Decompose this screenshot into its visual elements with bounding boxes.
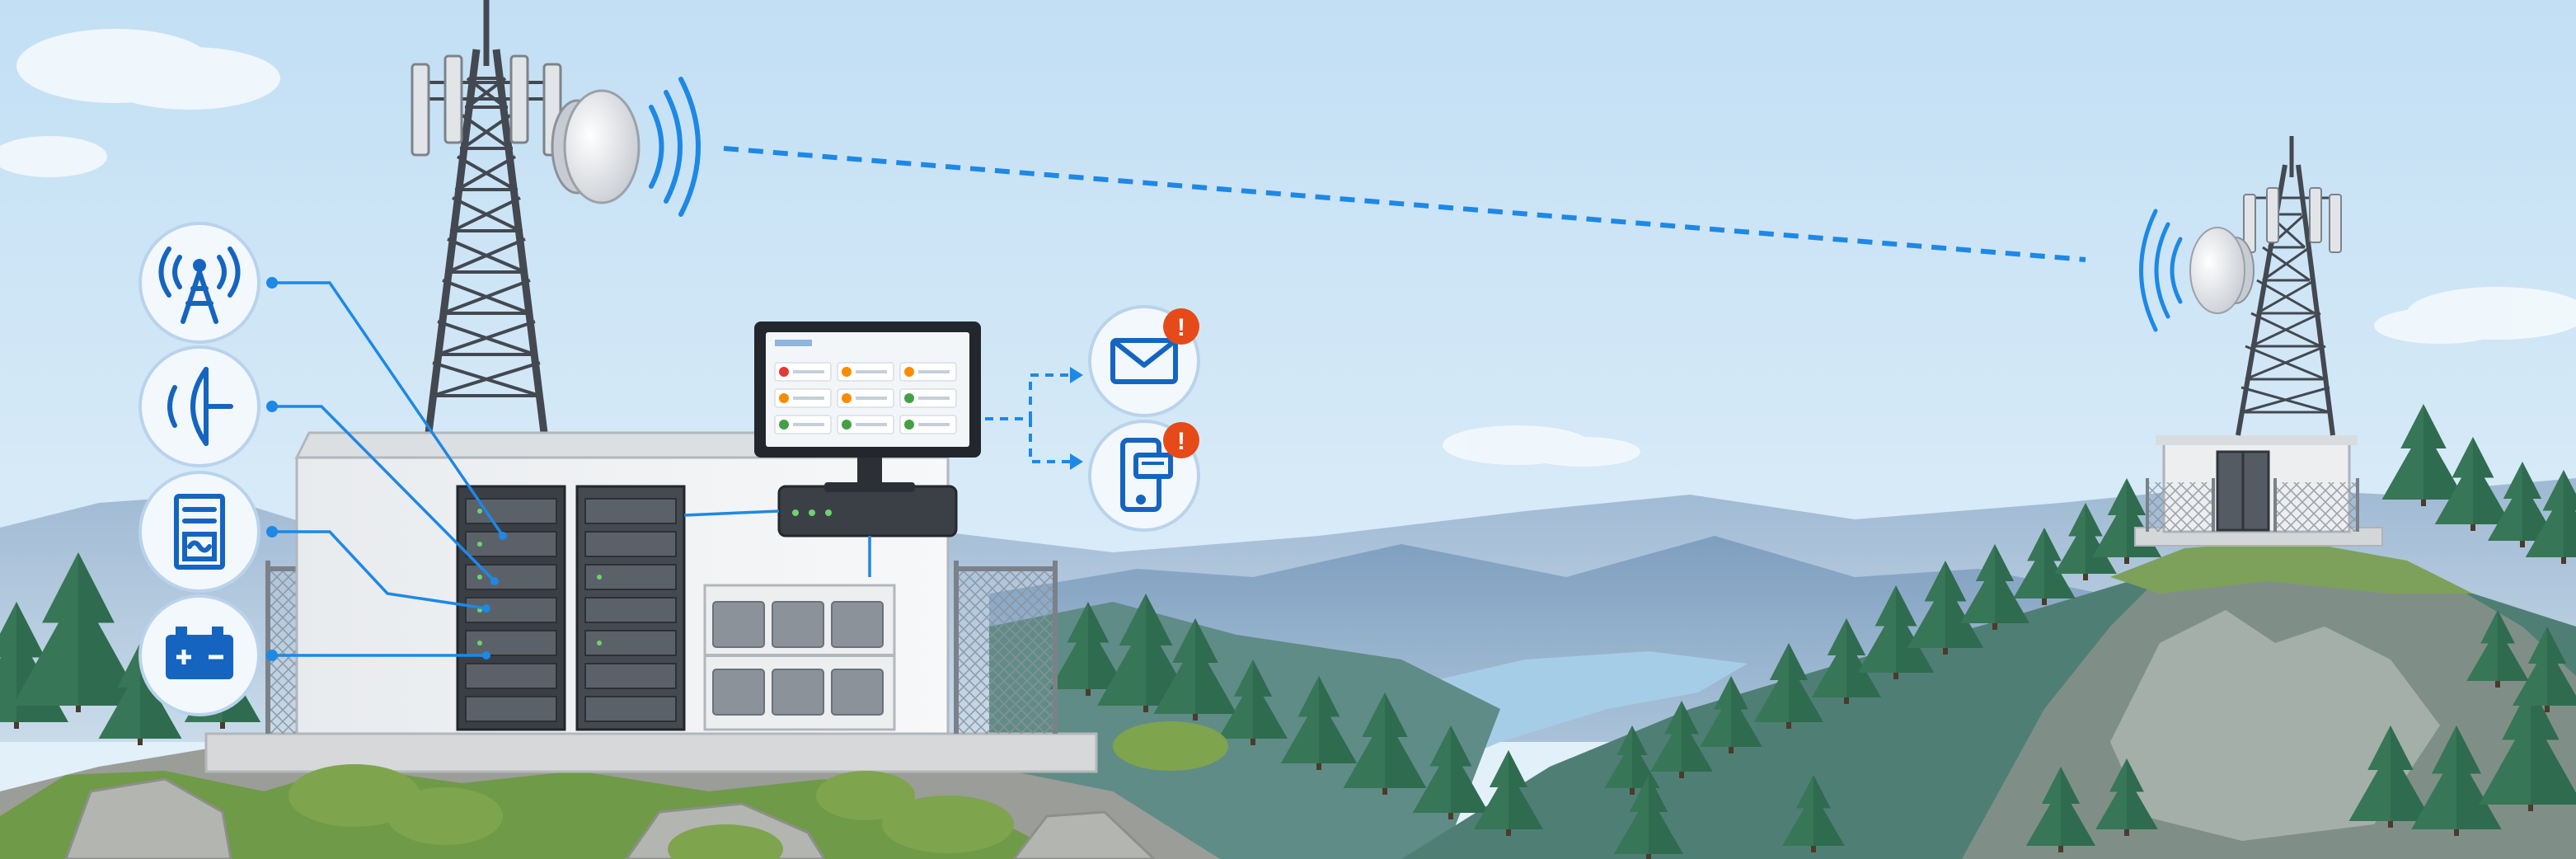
pine-tree	[2479, 684, 2576, 811]
monitor-status-cell	[899, 388, 957, 408]
equipment-shelter	[294, 431, 963, 735]
email-alert-icon	[1110, 338, 1178, 384]
microwave-link	[723, 146, 2086, 262]
connector-endpoints	[266, 277, 507, 661]
right-tower-panel-antennas	[2243, 187, 2342, 253]
pine-tree	[1218, 660, 1288, 745]
pine-tree	[1049, 602, 1127, 696]
alert-arrowheads	[1070, 367, 1083, 470]
pine-tree	[1907, 561, 1984, 655]
right-hill-rocks	[2110, 610, 2440, 841]
icon-connector-lines	[272, 281, 871, 657]
tower-icon-circle	[138, 222, 260, 344]
right-site-shelter	[2134, 435, 2383, 547]
pine-tree	[1280, 676, 1358, 770]
email-alert: !	[1088, 305, 1200, 417]
sms-alert-badge	[1163, 422, 1199, 458]
monitor-status-panel	[774, 362, 957, 434]
battery-icon-circle	[138, 594, 260, 716]
foreground-bushes	[289, 721, 1228, 859]
monitor-status-cell	[774, 415, 832, 434]
pine-tree	[1412, 725, 1490, 819]
pine-tree	[98, 643, 182, 745]
microwave-dish-icon	[167, 367, 233, 446]
monitor-status-cell	[774, 388, 832, 408]
right-microwave-dish	[2189, 227, 2255, 314]
monitor-status-cell	[774, 362, 832, 382]
pine-tree	[1812, 618, 1881, 704]
pine-tree	[12, 552, 144, 712]
pine-tree	[1474, 750, 1543, 836]
pine-tree	[1343, 692, 1427, 795]
sms-alert-badge-text: !	[1177, 428, 1185, 455]
dish-icon-circle	[138, 345, 260, 467]
pine-tree	[1153, 618, 1237, 721]
pine-tree	[1604, 725, 1660, 795]
monitor-status-cell	[837, 388, 894, 408]
pine-tree	[2411, 725, 2502, 836]
email-alert-badge	[1163, 308, 1199, 345]
pine-tree	[2525, 470, 2576, 564]
pine-tree	[2013, 528, 2076, 605]
right-dish-signal-waves	[2139, 209, 2183, 332]
left-cell-tower	[420, 0, 552, 434]
pine-tree	[2513, 627, 2576, 712]
pine-tree	[2348, 725, 2433, 828]
pine-tree	[2381, 404, 2466, 506]
monitor-status-cell	[899, 362, 957, 382]
rectifier-power-unit-icon	[174, 494, 225, 570]
pine-tree	[2434, 437, 2512, 531]
pine-tree	[2488, 462, 2557, 547]
left-microwave-dish	[551, 89, 640, 204]
pine-tree	[1650, 701, 1713, 778]
left-dish-signal-waves	[649, 77, 701, 217]
monitor-status-cell	[899, 415, 957, 434]
monitor-status-cell	[837, 362, 894, 382]
cell-tower-icon	[158, 246, 241, 324]
rectifier-icon-circle	[138, 471, 260, 593]
pine-tree	[1754, 643, 1823, 729]
pine-tree	[1960, 544, 2029, 630]
pine-tree	[2095, 758, 2158, 836]
pine-tree	[1782, 775, 1845, 852]
clouds	[0, 29, 2576, 467]
email-alert-badge-text: !	[1177, 314, 1185, 341]
pine-tree	[1857, 585, 1935, 679]
pine-tree	[2026, 767, 2095, 852]
pine-tree	[1700, 676, 1762, 753]
sms-alert: !	[1088, 420, 1200, 532]
pine-tree	[1097, 594, 1194, 712]
pine-forest	[0, 404, 2576, 859]
sms-alert-icon	[1120, 438, 1173, 512]
pine-tree	[1614, 775, 1683, 859]
alert-arrows	[985, 373, 1070, 463]
pine-tree	[2466, 610, 2529, 688]
monitor-status-cell	[837, 415, 894, 434]
left-icon-column	[138, 222, 260, 716]
battery-icon	[166, 627, 233, 679]
right-hill-grass	[2110, 540, 2473, 594]
